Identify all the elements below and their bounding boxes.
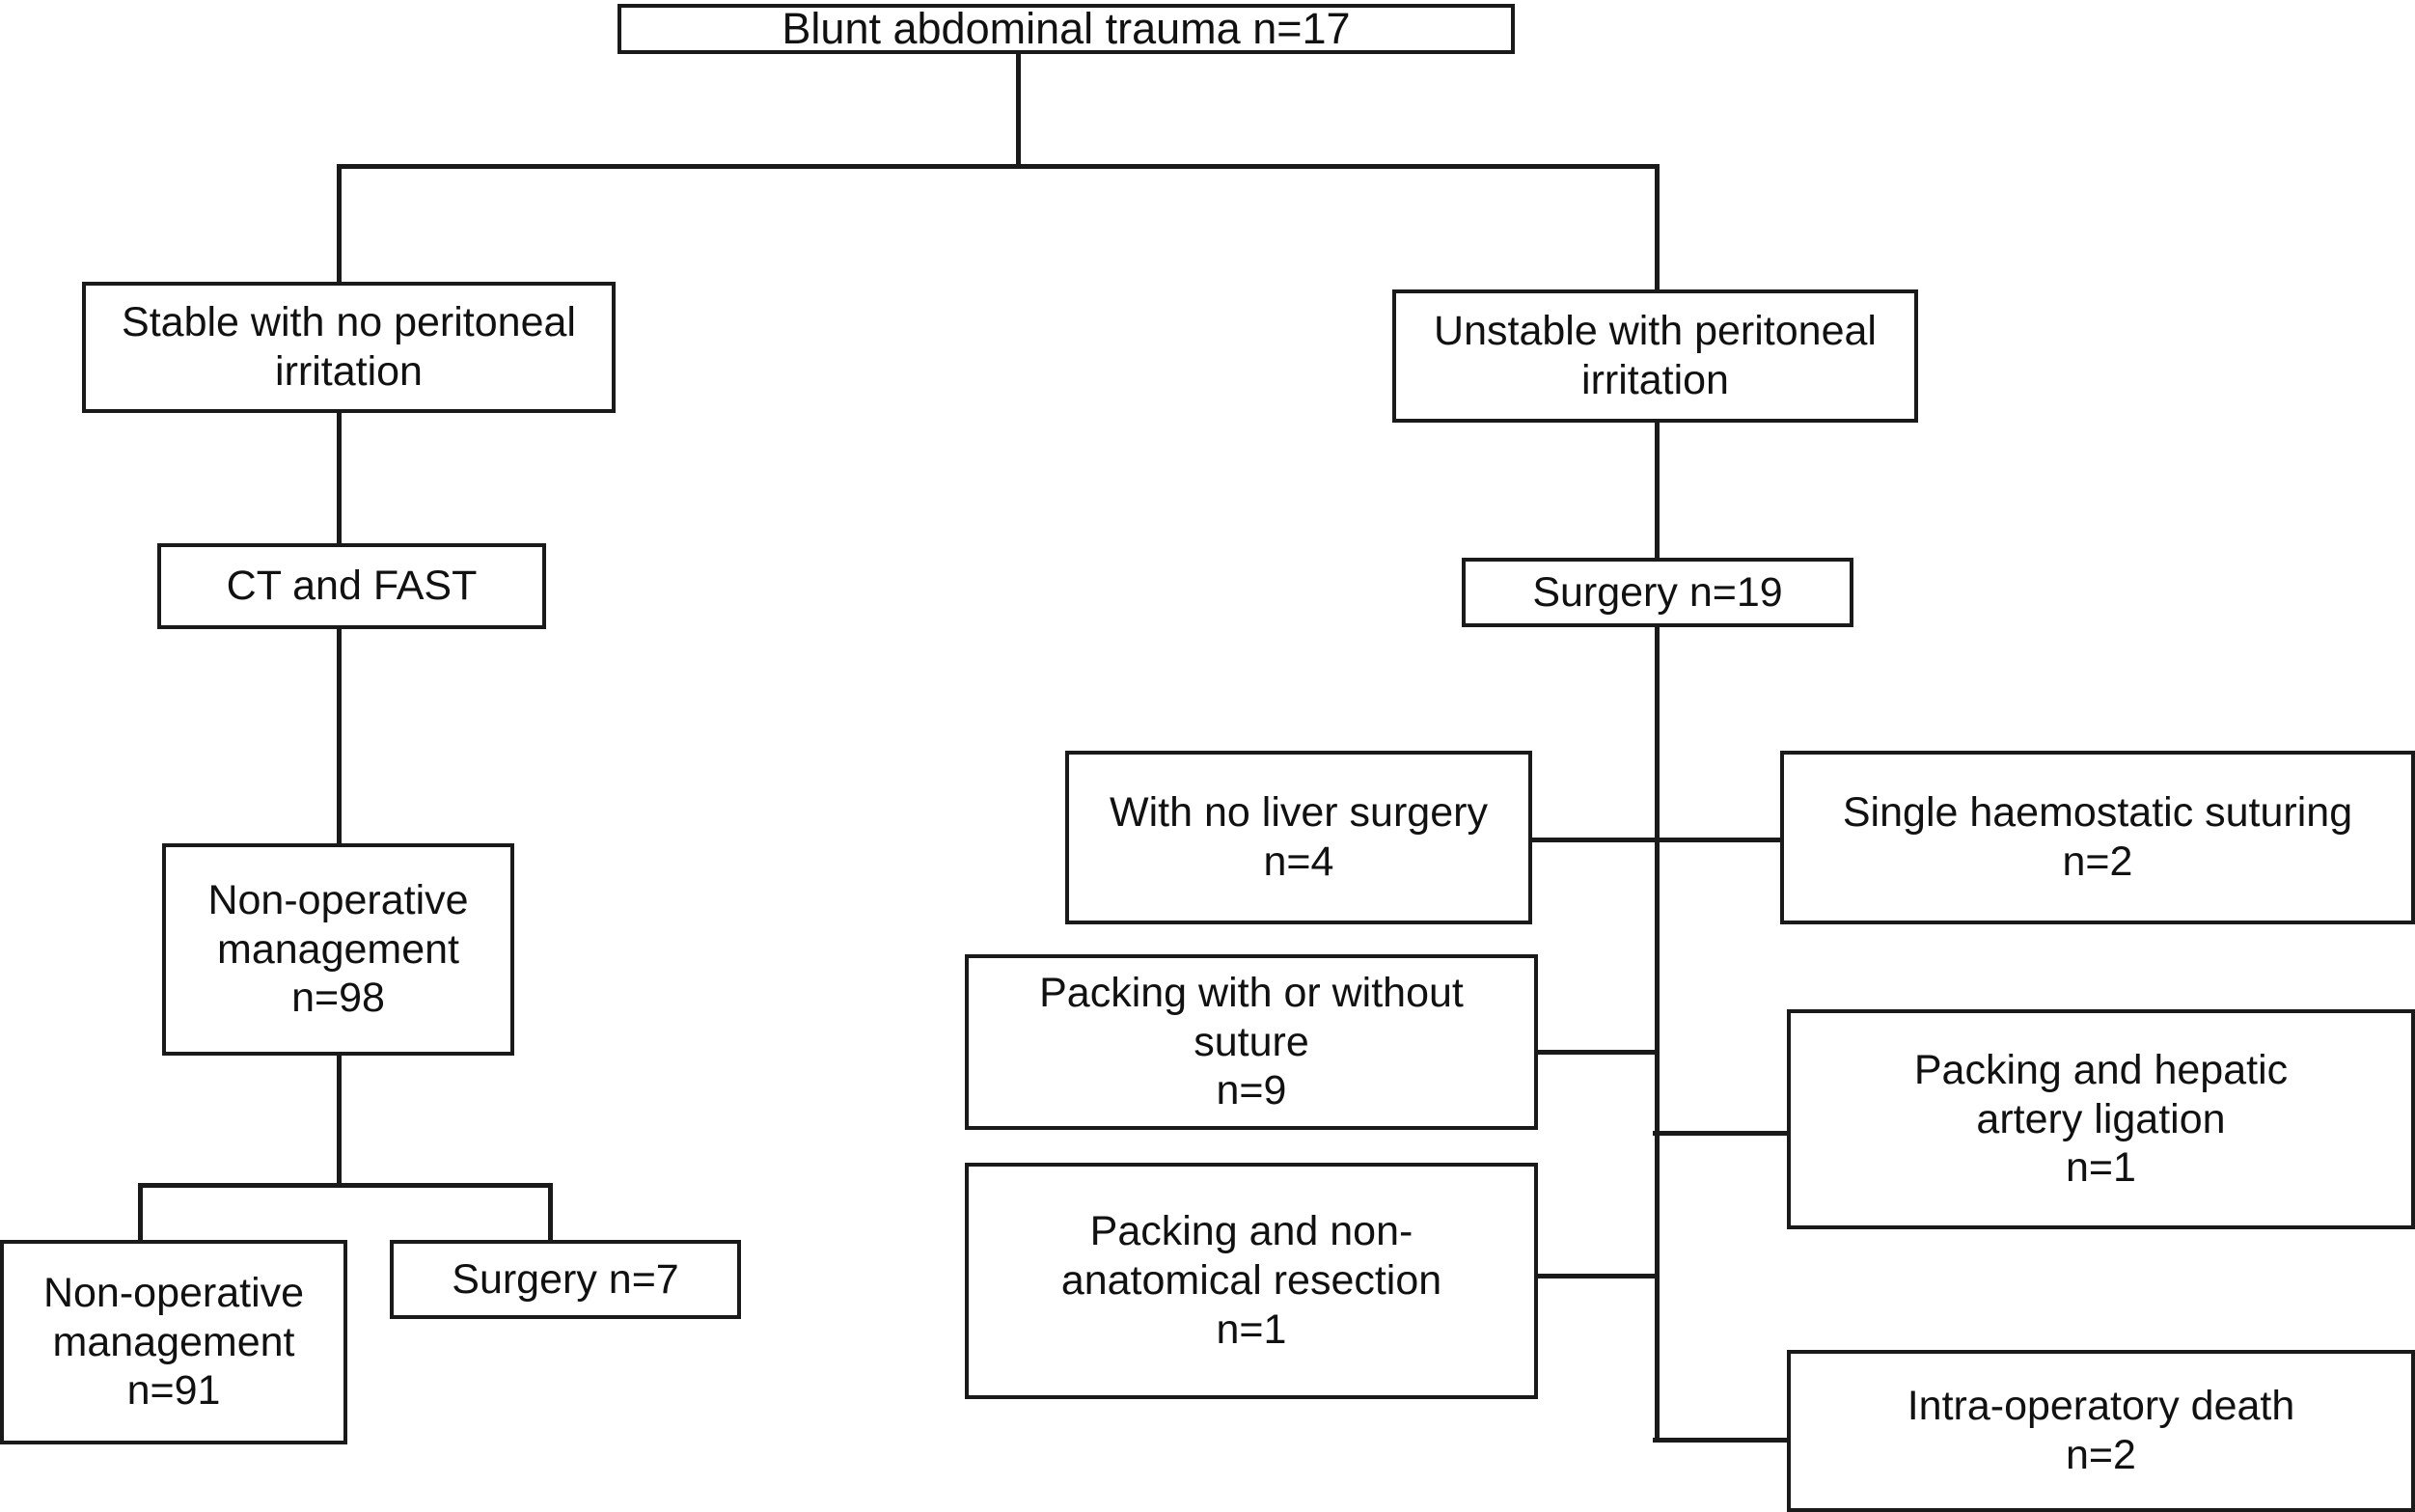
node-intra-operatory-death[interactable]: Intra-operatory death n=2: [1787, 1350, 2415, 1512]
edge-nom98-to-split: [337, 1056, 342, 1185]
edge-spine-to-intraop-death: [1653, 1438, 1791, 1443]
node-intra-operatory-death-label: Intra-operatory death n=2: [1907, 1383, 2295, 1478]
node-unstable-label: Unstable with peritoneal irritation: [1434, 308, 1877, 403]
edge-root-stem: [1016, 50, 1021, 168]
node-non-operative-management-98[interactable]: Non-operative management n=98: [162, 843, 514, 1056]
node-packing-with-or-without-suture[interactable]: Packing with or without suture n=9: [965, 954, 1538, 1130]
edge-right-spine: [1655, 627, 1660, 1442]
edge-spine-to-packing-suture: [1538, 1050, 1658, 1055]
edge-to-nom91: [138, 1183, 143, 1242]
node-unstable[interactable]: Unstable with peritoneal irritation: [1392, 289, 1918, 423]
edge-spine-to-packing-hepatic: [1653, 1131, 1791, 1136]
edge-spine-to-no-liver-surgery: [1532, 838, 1658, 842]
node-single-haemostatic-suturing[interactable]: Single haemostatic suturing n=2: [1780, 751, 2415, 924]
node-ct-and-fast[interactable]: CT and FAST: [157, 543, 546, 629]
node-stable[interactable]: Stable with no peritoneal irritation: [82, 282, 616, 413]
edge-top-splitter: [337, 164, 1660, 169]
node-surgery-unstable-label: Surgery n=19: [1532, 568, 1783, 616]
node-ct-and-fast-label: CT and FAST: [226, 563, 478, 610]
edge-spine-to-haemostatic-suturing: [1653, 838, 1783, 842]
node-root[interactable]: Blunt abdominal trauma n=17: [617, 4, 1515, 54]
edge-left-splitter: [138, 1183, 553, 1188]
edge-unstable-to-surgery: [1655, 423, 1660, 558]
edge-to-surgery7: [548, 1183, 553, 1242]
node-packing-and-non-anatomical-resection-label: Packing and non- anatomical resection n=…: [1060, 1208, 1442, 1353]
edge-spine-to-packing-resection: [1538, 1274, 1658, 1278]
edge-ctfast-to-nom98: [337, 629, 342, 843]
node-non-operative-management-98-label: Non-operative management n=98: [207, 876, 469, 1022]
node-with-no-liver-surgery-label: With no liver surgery n=4: [1110, 789, 1488, 885]
node-root-label: Blunt abdominal trauma n=17: [782, 4, 1351, 54]
node-with-no-liver-surgery[interactable]: With no liver surgery n=4: [1065, 751, 1532, 924]
node-single-haemostatic-suturing-label: Single haemostatic suturing n=2: [1842, 789, 2353, 885]
node-surgery-unstable[interactable]: Surgery n=19: [1462, 558, 1853, 627]
node-surgery-7-label: Surgery n=7: [452, 1255, 679, 1303]
node-non-operative-management-91[interactable]: Non-operative management n=91: [0, 1240, 347, 1444]
edge-to-stable: [337, 164, 342, 282]
edge-stable-to-ctfast: [337, 413, 342, 543]
node-packing-and-hepatic-artery-ligation-label: Packing and hepatic artery ligation n=1: [1913, 1046, 2289, 1192]
node-packing-with-or-without-suture-label: Packing with or without suture n=9: [1039, 969, 1464, 1114]
edge-to-unstable: [1655, 164, 1660, 289]
node-packing-and-hepatic-artery-ligation[interactable]: Packing and hepatic artery ligation n=1: [1787, 1009, 2415, 1229]
node-surgery-7[interactable]: Surgery n=7: [390, 1240, 741, 1319]
node-non-operative-management-91-label: Non-operative management n=91: [42, 1269, 305, 1415]
node-stable-label: Stable with no peritoneal irritation: [122, 299, 576, 395]
node-packing-and-non-anatomical-resection[interactable]: Packing and non- anatomical resection n=…: [965, 1163, 1538, 1399]
